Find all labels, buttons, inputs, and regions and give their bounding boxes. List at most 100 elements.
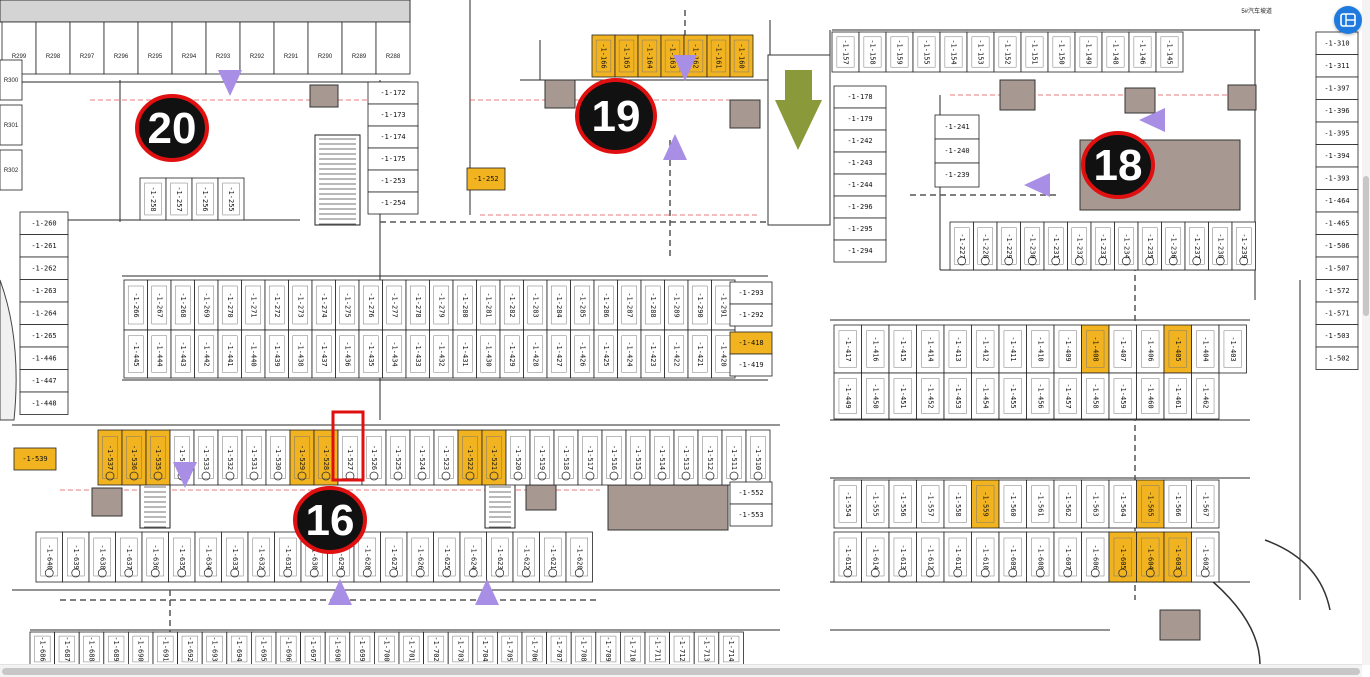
equipment-room (544, 79, 576, 109)
slot-label: -1-270 (226, 292, 234, 317)
zone-circle (575, 78, 657, 154)
slot-label: -1-445 (132, 341, 140, 366)
slot-label: -1-629 (337, 544, 345, 569)
slot-box (939, 31, 968, 73)
slot-box (275, 631, 302, 667)
storage-unit: R297 (69, 21, 105, 75)
charging-icon (1090, 568, 1100, 578)
parking-slot: -1-519 (529, 429, 555, 486)
vertical-scroll-thumb[interactable] (1363, 176, 1369, 316)
parking-slot: -1-626 (406, 531, 434, 583)
map-view-button[interactable] (1334, 6, 1362, 34)
slot-label: -1-446 (31, 354, 56, 362)
slot-box (669, 631, 695, 667)
slot-label: -1-154 (950, 39, 958, 64)
parking-slot: -1-258 (139, 177, 167, 221)
slot-label: -1-626 (416, 544, 424, 569)
slot-label: -1-459 (1119, 383, 1127, 408)
parking-slot: -1-514 (649, 429, 675, 486)
storage-label: R301 (4, 123, 19, 129)
charging-icon (925, 568, 935, 578)
car-outline (526, 635, 543, 663)
parking-slot: -1-255 (217, 177, 245, 221)
slot-box (858, 31, 887, 73)
slot-box (1155, 31, 1184, 73)
vertical-scrollbar[interactable] (1362, 0, 1370, 665)
parking-slot: -1-237 (1184, 221, 1209, 271)
parking-slot: -1-693 (201, 631, 228, 667)
car-outline (976, 330, 995, 368)
parking-slot: -1-310 (1315, 31, 1359, 55)
slot-box (943, 324, 972, 374)
car-outline (304, 635, 322, 663)
parking-slot: -1-269 (194, 279, 219, 331)
parking-slot: -1-173 (367, 103, 419, 127)
parking-slot: -1-705 (496, 631, 523, 667)
slot-box (729, 303, 773, 327)
slot-box (529, 429, 555, 486)
car-outline (199, 537, 217, 577)
slot-label: -1-607 (1064, 544, 1072, 569)
zone-16-marker: 16 (293, 486, 367, 554)
parking-slot: -1-516 (601, 429, 627, 486)
parking-slot: -1-425 (593, 329, 618, 379)
slot-box (1163, 372, 1192, 420)
car-outline (678, 436, 694, 479)
parking-slot: -1-564 (1108, 479, 1137, 529)
car-outline (433, 285, 450, 325)
slot-label: -1-424 (625, 341, 633, 366)
slot-label: -1-464 (1324, 197, 1349, 205)
parking-slot: -1-292 (729, 303, 773, 327)
parking-slot: -1-272 (264, 279, 289, 331)
car-outline (1086, 330, 1105, 368)
car-outline (1031, 378, 1050, 414)
slot-label: -1-539 (22, 455, 47, 463)
slot-label: -1-454 (981, 383, 989, 408)
slot-box (729, 34, 754, 78)
storage-box (0, 104, 23, 146)
slot-box (916, 479, 945, 529)
parking-slot: -1-284 (546, 279, 571, 331)
parking-slot: -1-529 (289, 429, 315, 486)
slot-label: -1-151 (1031, 39, 1039, 64)
horizontal-scroll-thumb[interactable] (2, 668, 1360, 675)
slot-box (177, 631, 203, 667)
car-outline (917, 36, 936, 68)
slot-label: -1-236 (1169, 233, 1177, 258)
slot-box (729, 353, 773, 377)
slot-box (934, 138, 980, 164)
car-outline (1133, 36, 1152, 68)
slot-label: -1-455 (1009, 383, 1017, 408)
parking-slot: -1-426 (570, 329, 595, 379)
slot-label: -1-262 (31, 264, 56, 272)
storage-unit: R294 (171, 21, 207, 75)
car-outline (948, 330, 967, 368)
car-outline (1031, 537, 1050, 577)
car-outline (1223, 330, 1242, 368)
car-outline (733, 39, 750, 73)
horizontal-scrollbar[interactable] (0, 664, 1362, 677)
storage-label: R300 (4, 78, 19, 84)
car-outline (58, 635, 76, 663)
slot-box (539, 531, 567, 583)
slot-box (423, 631, 449, 667)
slot-box (1108, 324, 1137, 374)
slot-box (1163, 531, 1192, 583)
charging-icon (124, 568, 134, 578)
parking-slot: -1-639 (62, 531, 90, 583)
slot-box (459, 531, 487, 583)
parking-slot: -1-453 (943, 372, 972, 420)
slot-box (1128, 31, 1157, 73)
car-outline (280, 635, 297, 663)
car-outline (575, 635, 592, 663)
storage-label: R294 (182, 54, 197, 60)
slot-box (861, 372, 890, 420)
parking-slot: -1-397 (1315, 76, 1359, 100)
car-outline (866, 330, 885, 368)
charging-icon (1200, 568, 1210, 578)
parking-slot: -1-461 (1163, 372, 1192, 420)
storage-label: R292 (250, 54, 265, 60)
slot-label: -1-256 (201, 186, 209, 211)
slot-label: -1-531 (250, 445, 258, 470)
